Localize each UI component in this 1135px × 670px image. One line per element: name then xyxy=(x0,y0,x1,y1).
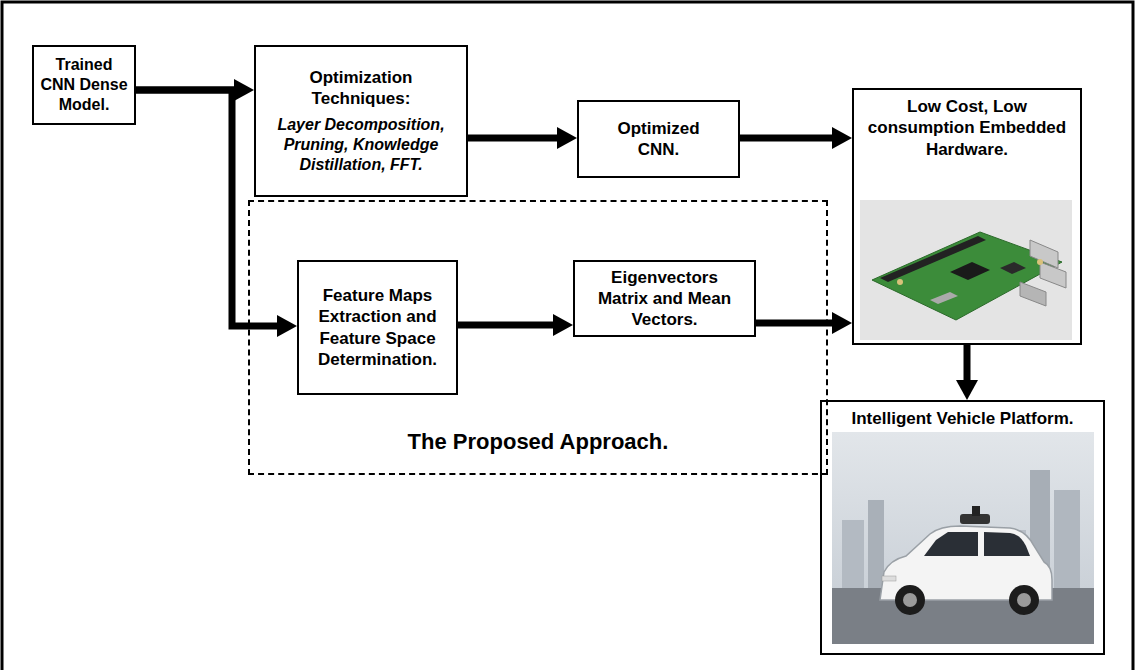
chip xyxy=(1000,262,1026,274)
photo-sky xyxy=(832,432,1094,644)
arrow-line xyxy=(458,322,553,329)
building xyxy=(842,520,864,590)
process-box: Optimization Techniques: Layer Decomposit… xyxy=(254,45,468,197)
wheel xyxy=(1009,585,1039,615)
node-label: Optimization Techniques: xyxy=(259,67,463,110)
circuit-board xyxy=(872,232,1062,320)
node-label: Feature Maps Extraction and Feature Spac… xyxy=(302,285,453,370)
flow-arrow xyxy=(468,127,577,149)
usb-port xyxy=(1040,262,1066,288)
node-label: Trained CNN Dense Model. xyxy=(37,55,131,115)
arrow-line xyxy=(964,345,971,380)
arrow-head xyxy=(557,127,577,149)
process-box: Optimized CNN. xyxy=(577,100,740,178)
arrow-head xyxy=(234,79,254,101)
approach-region: The Proposed Approach. Feature Maps Extra… xyxy=(248,200,828,475)
flow-arrow xyxy=(756,312,852,334)
arrow-line xyxy=(756,320,832,327)
arrow-line xyxy=(468,135,557,142)
vehicle-box: Intelligent Vehicle Platform. xyxy=(820,400,1105,655)
hardware-box: Low Cost, Low consumption Embedded Hardw… xyxy=(852,88,1082,345)
photo-ground xyxy=(860,200,1072,340)
model-box: Trained CNN Dense Model. xyxy=(32,45,136,125)
flow-arrow xyxy=(136,90,297,337)
flow-arrow xyxy=(740,127,852,149)
process-box: Feature Maps Extraction and Feature Spac… xyxy=(297,260,458,395)
flow-arrow xyxy=(956,345,978,400)
mount-hole xyxy=(897,279,903,285)
vehicle-picture xyxy=(832,432,1094,644)
rim xyxy=(1017,593,1031,607)
flow-arrow xyxy=(458,314,573,336)
arrow-head xyxy=(832,127,852,149)
lidar xyxy=(972,506,980,516)
headlight xyxy=(882,576,896,581)
car-window xyxy=(924,532,978,556)
building xyxy=(1054,490,1080,590)
arrow-head xyxy=(832,312,852,334)
mount-hole xyxy=(1037,259,1043,265)
node-label: Low Cost, Low consumption Embedded Hardw… xyxy=(860,96,1074,160)
embedded-board-picture xyxy=(860,200,1072,340)
car-window xyxy=(984,532,1030,556)
node-label: Eigenvectors Matrix and Mean Vectors. xyxy=(585,267,744,331)
arrow-head xyxy=(553,314,573,336)
building xyxy=(868,500,884,590)
node-label: Intelligent Vehicle Platform. xyxy=(852,408,1074,429)
arrow-head xyxy=(277,315,297,337)
node-body: Layer Decomposition, Pruning, Knowledge … xyxy=(259,115,463,175)
wheel xyxy=(895,585,925,615)
cpu-chip xyxy=(950,262,990,280)
node-label: The Proposed Approach. xyxy=(408,428,669,456)
process-box: Eigenvectors Matrix and Mean Vectors. xyxy=(573,260,756,337)
arrow-line xyxy=(740,135,832,142)
hdmi-port xyxy=(930,292,958,304)
node-label: Optimized CNN. xyxy=(599,118,718,161)
rim xyxy=(903,593,917,607)
arrow-head xyxy=(956,380,978,400)
ethernet-port xyxy=(1020,282,1046,306)
